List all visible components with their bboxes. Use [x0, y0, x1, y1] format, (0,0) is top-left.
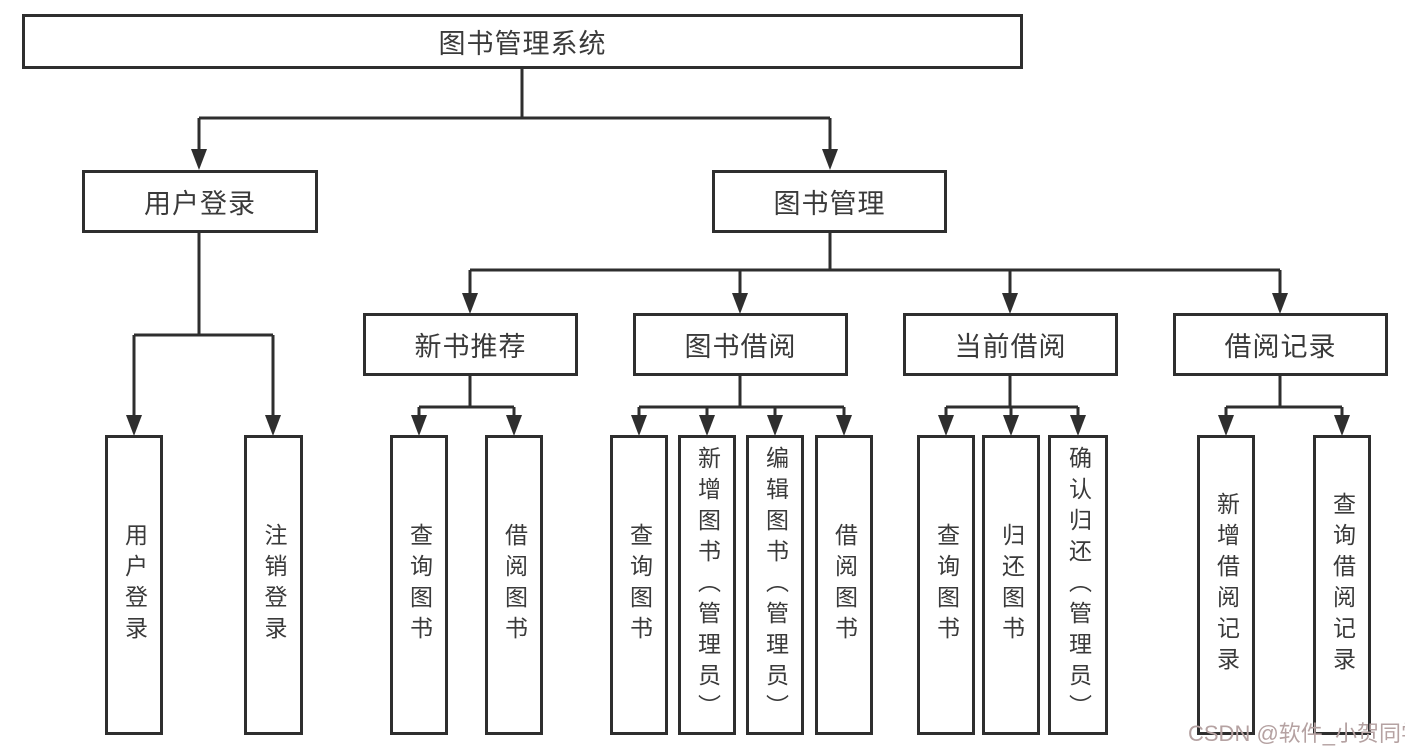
node-label: 用户登录	[121, 523, 148, 647]
node-label: 新增图书（管理员）	[694, 445, 721, 725]
node-label: 确认归还（管理员）	[1065, 445, 1092, 725]
connector-new-book-to-leaves	[417, 376, 516, 417]
leaf-current-return-book: 归还图书	[982, 435, 1040, 735]
leaf-logout: 注销登录	[244, 435, 303, 735]
node-label: 查询图书	[626, 523, 653, 647]
node-book-borrow: 图书借阅	[633, 313, 848, 376]
node-label: 新书推荐	[414, 332, 527, 362]
node-borrow-record: 借阅记录	[1173, 313, 1388, 376]
connector-borrow-record-to-leaves	[1224, 376, 1344, 417]
node-label: 图书管理	[773, 189, 886, 219]
leaf-current-query-book: 查询图书	[917, 435, 975, 735]
node-label: 新增借阅记录	[1213, 492, 1240, 678]
leaf-borrow-add-book-admin: 新增图书（管理员）	[678, 435, 736, 735]
connector-book-borrow-to-leaves	[637, 376, 846, 417]
connector-root-to-level2	[197, 69, 832, 150]
node-root: 图书管理系统	[22, 14, 1023, 69]
node-label: 查询图书	[406, 523, 433, 647]
leaf-current-confirm-return-admin: 确认归还（管理员）	[1048, 435, 1108, 735]
node-label: 借阅图书	[831, 523, 858, 647]
watermark: CSDN @软件_小贺同学	[1188, 721, 1405, 746]
arrowheads	[126, 149, 1350, 436]
connector-book-mgmt-to-level3	[468, 233, 1282, 295]
node-label: 查询图书	[933, 523, 960, 647]
leaf-user-login: 用户登录	[105, 435, 163, 735]
node-user-login: 用户登录	[82, 170, 318, 233]
node-book-management: 图书管理	[712, 170, 947, 233]
node-new-book-recommend: 新书推荐	[363, 313, 578, 376]
leaf-borrow-borrow-book: 借阅图书	[815, 435, 873, 735]
node-label: 借阅记录	[1224, 332, 1337, 362]
node-label: 注销登录	[261, 523, 287, 647]
connector-user-login-to-leaves	[132, 233, 275, 417]
leaf-newbook-query-book: 查询图书	[390, 435, 448, 735]
leaf-record-query: 查询借阅记录	[1313, 435, 1371, 735]
node-label: 当前借阅	[954, 332, 1067, 362]
node-label: 图书借阅	[684, 332, 797, 362]
node-label: 借阅图书	[501, 523, 528, 647]
node-label: 查询借阅记录	[1329, 492, 1356, 678]
node-label: 归还图书	[998, 523, 1025, 647]
leaf-borrow-edit-book-admin: 编辑图书（管理员）	[746, 435, 804, 735]
node-label: 编辑图书（管理员）	[762, 445, 789, 725]
node-current-borrow: 当前借阅	[903, 313, 1118, 376]
leaf-newbook-borrow-book: 借阅图书	[485, 435, 543, 735]
node-label: 图书管理系统	[438, 29, 607, 59]
leaf-borrow-query-book: 查询图书	[610, 435, 668, 735]
node-label: 用户登录	[144, 189, 256, 219]
connector-current-borrow-to-leaves	[944, 376, 1080, 417]
leaf-record-add: 新增借阅记录	[1197, 435, 1255, 735]
